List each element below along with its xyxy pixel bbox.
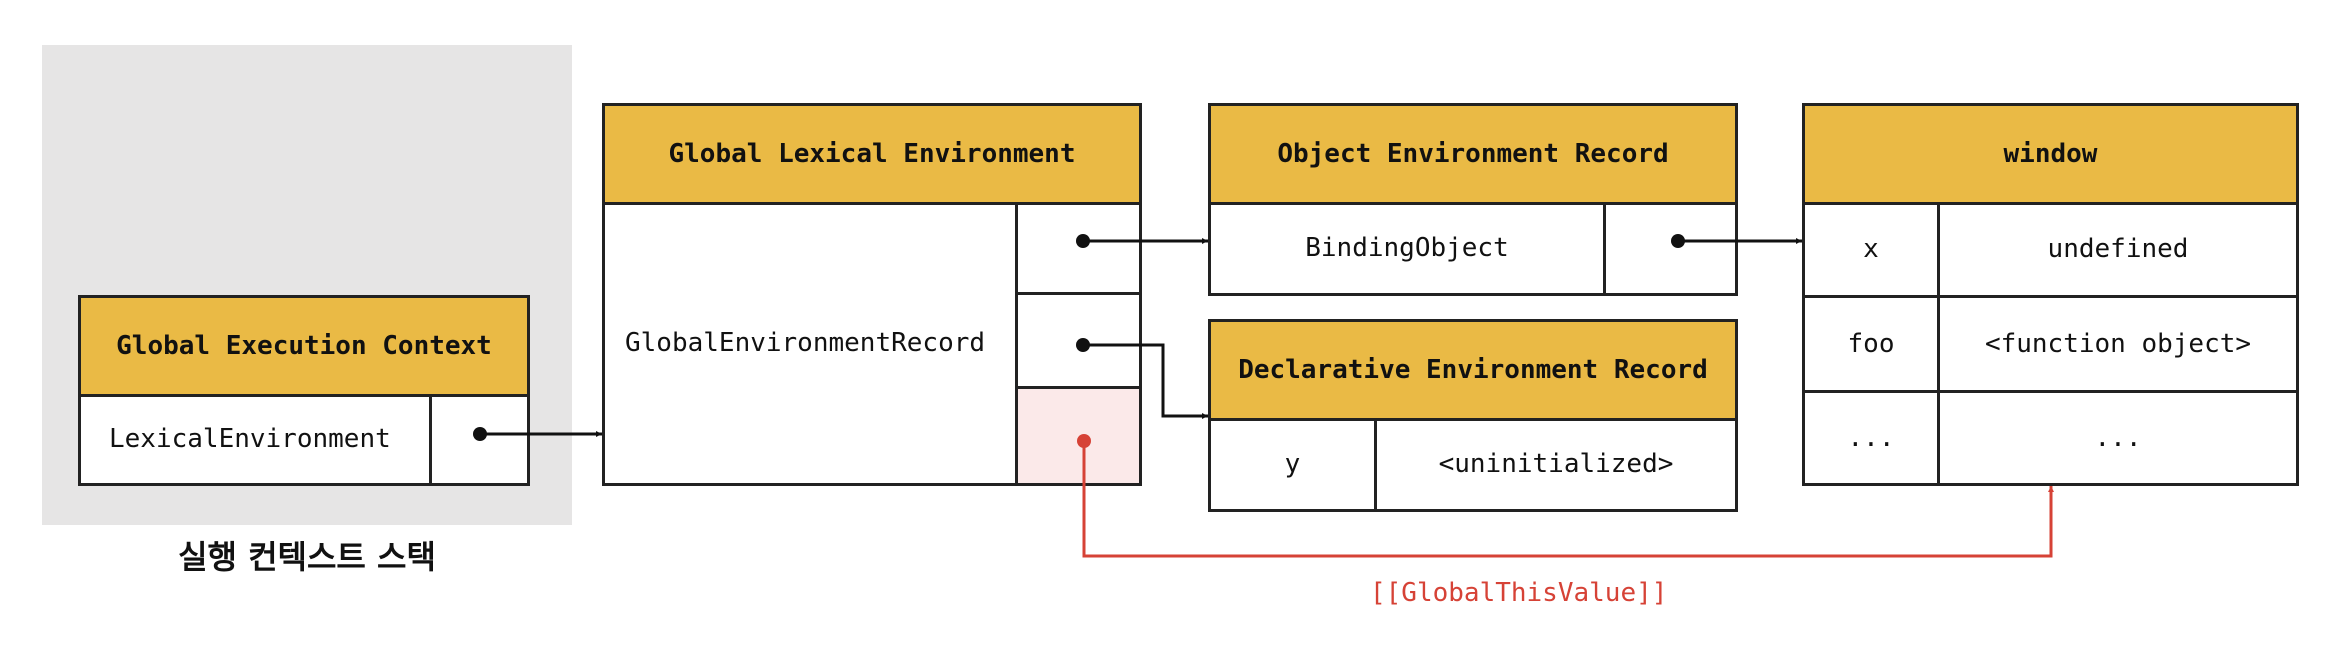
window-properties-table: x undefined foo <function object> ... ..… <box>1805 202 2296 483</box>
object-record-slot <box>1015 202 1139 295</box>
window-value-ellipsis: ... <box>2094 423 2142 453</box>
binding-object-label: BindingObject <box>1305 232 1509 263</box>
lexical-environment-pointer-cell <box>429 394 527 483</box>
execution-context-stack-label: 실행 컨텍스트 스택 <box>178 538 436 576</box>
declarative-record-slot <box>1015 295 1139 389</box>
global-this-value-label: [[GlobalThisValue]] <box>1370 578 1668 608</box>
declarative-record-arrow <box>1076 338 1208 419</box>
window-key-x: x <box>1863 233 1879 264</box>
window-value-foo: <function object> <box>1984 329 2252 359</box>
window-object: window x undefined foo <function object>… <box>1802 103 2299 486</box>
global-environment-record-label: GlobalEnvironmentRecord <box>625 327 986 358</box>
lexical-environment-label: LexicalEnvironment <box>109 423 391 454</box>
global-execution-context: Global Execution Context LexicalEnvironm… <box>78 295 530 486</box>
declarative-value-uninitialized: <uninitialized> <box>1374 418 1735 509</box>
global-lexical-environment-title: Global Lexical Environment <box>605 106 1139 205</box>
global-lexical-environment: Global Lexical Environment GlobalEnviron… <box>602 103 1142 486</box>
global-this-slot <box>1015 389 1139 483</box>
window-value-x: undefined <box>2047 233 2189 264</box>
lexical-environment-arrow <box>473 427 602 441</box>
declarative-environment-record: Declarative Environment Record y <uninit… <box>1208 319 1738 512</box>
declarative-key-y: y <box>1284 448 1301 479</box>
global-this-value-arrow <box>1077 434 2054 558</box>
binding-object-pointer-cell <box>1603 202 1735 293</box>
window-key-ellipsis: ... <box>1847 423 1895 453</box>
object-record-arrow <box>1076 234 1208 248</box>
window-object-title: window <box>1805 106 2296 205</box>
declarative-environment-record-title: Declarative Environment Record <box>1211 322 1735 421</box>
object-environment-record: Object Environment Record BindingObject <box>1208 103 1738 296</box>
global-execution-context-title: Global Execution Context <box>81 298 527 397</box>
object-environment-record-title: Object Environment Record <box>1211 106 1735 205</box>
window-key-foo: foo <box>1847 329 1895 359</box>
binding-object-arrow <box>1671 234 1802 248</box>
